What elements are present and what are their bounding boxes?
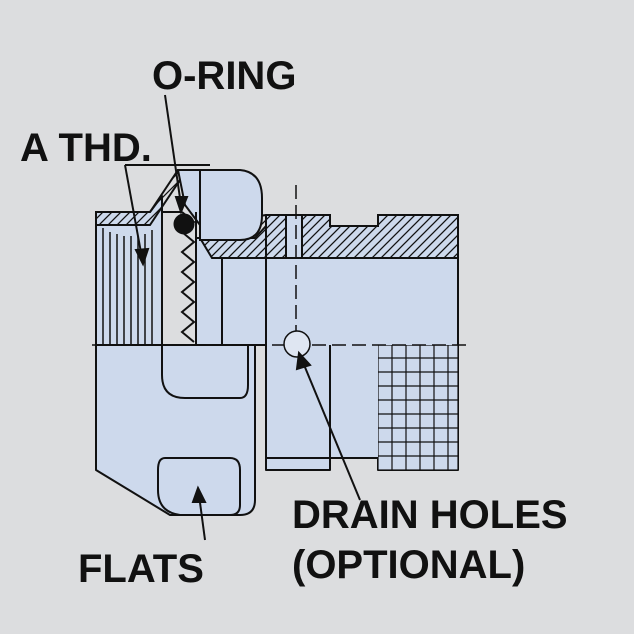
drain-holes-label: DRAIN HOLES [292,493,568,537]
knurled-grip [378,345,458,470]
internal-recess [161,258,249,399]
callouts: O-RING A THD. DRAIN HOLES (OPTIONAL) FLA… [20,54,568,591]
flats-label: FLATS [78,547,204,591]
leader-lines [124,94,361,541]
flats-pocket [157,457,241,516]
drain-hole [283,330,311,358]
hex-nut [176,169,263,241]
a-thread-label: A THD. [20,126,152,170]
hatched-section [95,169,459,259]
lower-body-lines [265,345,331,470]
o-ring [173,213,195,235]
drain-holes-optional-label: (OPTIONAL) [292,543,525,587]
centerlines [92,185,470,346]
o-ring-label: O-RING [152,54,296,98]
